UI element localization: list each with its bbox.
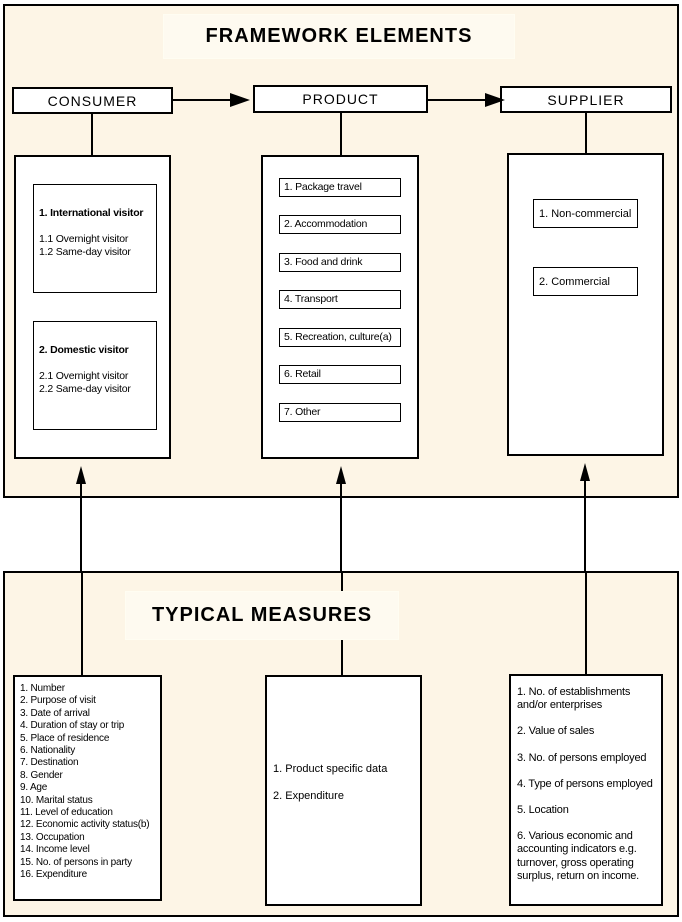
framework-title-box: FRAMEWORK ELEMENTS	[163, 14, 515, 59]
product-item-box: 5. Recreation, culture(a)	[279, 328, 401, 347]
consumer-header-box: CONSUMER	[12, 87, 173, 114]
product-item-box: 2. Accommodation	[279, 215, 401, 234]
gap-line-consumer	[80, 483, 82, 573]
measures-title-box: TYPICAL MEASURES	[125, 591, 399, 640]
measure-item: 3. Date of arrival	[20, 707, 90, 719]
framework-elements-panel: FRAMEWORK ELEMENTS CONSUMER PRODUCT SUPP…	[3, 4, 679, 498]
gap-line-product	[340, 483, 342, 573]
product-header-label: PRODUCT	[302, 91, 379, 107]
measure-item: 9. Age	[20, 782, 48, 794]
measure-item: 3. No. of persons employed	[517, 751, 647, 764]
measure-item: 6. Various economic and accounting indic…	[517, 830, 639, 882]
right-arrowhead-icon	[230, 93, 250, 107]
product-connector-line	[340, 113, 342, 156]
right-arrowhead-icon	[485, 93, 505, 107]
product-to-supplier-arrow-shaft	[428, 99, 485, 101]
up-arrowhead-icon	[336, 466, 346, 484]
product-header-box: PRODUCT	[253, 85, 428, 113]
measure-item: 11. Level of education	[20, 807, 113, 819]
measure-item: 2. Value of sales	[517, 725, 595, 738]
measure-item: 5. Location	[517, 804, 569, 817]
measure-item: 16. Expenditure	[20, 869, 88, 881]
product-item-box: 3. Food and drink	[279, 253, 401, 272]
product-item-box: 4. Transport	[279, 290, 401, 309]
supplier-item-box: 2. Commercial	[533, 267, 638, 296]
measure-item: 1. No. of establishments and/or enterpri…	[517, 686, 631, 712]
consumer-connector-line	[91, 114, 93, 156]
international-visitor-box: 1. International visitor 1.1 Overnight v…	[33, 184, 157, 293]
visitor-subitem: 1.2 Same-day visitor	[39, 246, 131, 258]
supplier-header-box: SUPPLIER	[500, 86, 672, 113]
measure-item: 1. Number	[20, 683, 65, 694]
visitor-subitem: 2.1 Overnight visitor	[39, 370, 129, 382]
measure-item: 8. Gender	[20, 769, 63, 781]
measure-item: 14. Income level	[20, 844, 90, 856]
measure-item: 10. Marital status	[20, 794, 93, 806]
measure-item: 1. Product specific data	[273, 763, 388, 775]
measure-item: 4. Type of persons employed	[517, 777, 653, 790]
measures-consumer-line	[81, 573, 83, 675]
measure-item: 15. No. of persons in party	[20, 856, 132, 868]
measure-item: 13. Occupation	[20, 831, 85, 843]
supplier-connector-line	[585, 113, 587, 154]
typical-measures-panel: TYPICAL MEASURES 1. Number 2. Purpose of…	[3, 571, 679, 917]
framework-title: FRAMEWORK ELEMENTS	[205, 25, 473, 47]
visitor-subitem: 2.2 Same-day visitor	[39, 383, 131, 395]
international-visitor-heading: 1. International visitor	[39, 207, 144, 219]
gap-line-supplier	[584, 480, 586, 573]
measure-item: 2. Expenditure	[273, 790, 344, 802]
measure-item: 2. Purpose of visit	[20, 695, 96, 707]
up-arrowhead-icon	[580, 463, 590, 481]
product-item-box: 1. Package travel	[279, 178, 401, 197]
visitor-subitem: 1.1 Overnight visitor	[39, 233, 129, 245]
measure-item: 5. Place of residence	[20, 732, 110, 744]
measures-title: TYPICAL MEASURES	[151, 604, 373, 626]
consumer-measures-box: 1. Number 2. Purpose of visit 3. Date of…	[13, 675, 162, 901]
supplier-header-label: SUPPLIER	[547, 91, 625, 108]
measure-item: 7. Destination	[20, 757, 79, 769]
measure-item: 6. Nationality	[20, 745, 76, 757]
measure-item: 4. Duration of stay or trip	[20, 720, 125, 732]
consumer-to-product-arrow-shaft	[173, 99, 230, 101]
domestic-visitor-heading: 2. Domestic visitor	[39, 344, 129, 356]
product-item-box: 6. Retail	[279, 365, 401, 384]
measures-supplier-line	[585, 573, 587, 674]
consumer-header-label: CONSUMER	[47, 92, 138, 109]
supplier-measures-box: 1. No. of establishments and/or enterpri…	[509, 674, 663, 906]
measure-item: 12. Economic activity status(b)	[20, 819, 150, 831]
supplier-item-box: 1. Non-commercial	[533, 199, 638, 228]
product-measures-box: 1. Product specific data 2. Expenditure	[265, 675, 422, 906]
product-item-box: 7. Other	[279, 403, 401, 422]
up-arrowhead-icon	[76, 466, 86, 484]
domestic-visitor-box: 2. Domestic visitor 2.1 Overnight visito…	[33, 321, 157, 430]
